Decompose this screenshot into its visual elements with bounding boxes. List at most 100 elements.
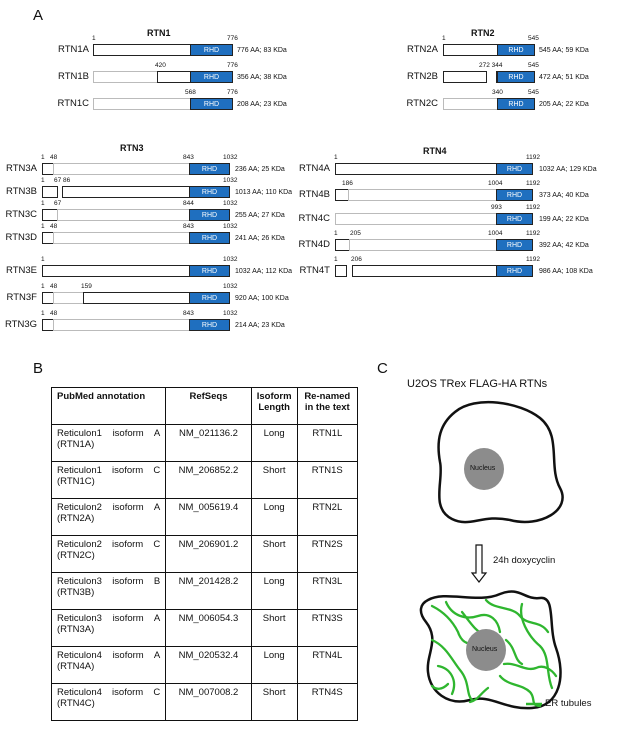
isoform-bar (42, 186, 58, 198)
cell-length: Long (250, 646, 298, 684)
exon-position: 206 (351, 256, 362, 263)
exon-position: 67 (54, 200, 62, 207)
end-position: 545 (528, 89, 539, 96)
pubmed-annotation: Reticulon1 isoform C (57, 465, 161, 476)
mid-position: 843 (183, 223, 194, 230)
cell-length: Short (250, 535, 298, 573)
rhd-domain: RHD (497, 98, 535, 110)
isoform-label: RTN4B (299, 189, 330, 200)
cell-renamed: RTN4S (296, 683, 359, 721)
isoform-info: 236 AA; 25 KDa (235, 166, 285, 173)
isoform-info: 545 AA; 59 KDa (539, 47, 589, 54)
rhd-domain: RHD (189, 209, 230, 221)
mid-position: 420 (155, 62, 166, 69)
rhd-label: RHD (201, 188, 218, 196)
isoform-label: RTN3C (5, 209, 38, 220)
end-position: 545 (528, 62, 539, 69)
cell-length: Long (250, 572, 298, 610)
isoform-bar (335, 265, 347, 277)
rhd-domain: RHD (189, 186, 230, 198)
panel-c-letter: C (377, 360, 388, 377)
exon-position: 186 (342, 180, 353, 187)
isoform-info: 373 AA; 40 KDa (539, 192, 589, 199)
rhd-label: RHD (201, 294, 218, 302)
end-position: 1032 (223, 177, 238, 184)
rhd-domain: RHD (497, 44, 535, 56)
end-position: 776 (227, 89, 238, 96)
isoform-label: RTN4D (298, 239, 331, 250)
cell-refseq: NM_206901.2 (165, 535, 252, 573)
rhd-domain: RHD (497, 71, 535, 83)
rhd-domain: RHD (496, 239, 533, 251)
cell-refseq: NM_201428.2 (165, 572, 252, 610)
isoform-info: 241 AA; 26 KDa (235, 235, 285, 242)
exon-position: 48 (50, 223, 58, 230)
rhd-domain: RHD (190, 44, 233, 56)
cell-pubmed: Reticulon1 isoform C(RTN1C) (50, 461, 167, 499)
isoform-label: RTN1A (58, 44, 89, 55)
rhd-label: RHD (201, 165, 218, 173)
start-position: 1 (41, 154, 45, 161)
nucleus-before (464, 448, 504, 490)
rhd-domain: RHD (496, 163, 533, 175)
isoform-label: RTN2A (407, 44, 438, 55)
pubmed-annotation: Reticulon3 isoform B (57, 576, 161, 587)
exon-position: 205 (350, 230, 361, 237)
isoform-info: 199 AA; 22 KDa (539, 216, 589, 223)
cell-pubmed: Reticulon3 isoform B(RTN3B) (50, 572, 167, 610)
isoform-label: RTN2C (406, 98, 439, 109)
rhd-label: RHD (201, 234, 218, 242)
start-position: 1 (41, 310, 45, 317)
table-header-row: PubMed annotation RefSeqs Isoform Length… (50, 387, 359, 425)
end-position: 1032 (223, 200, 238, 207)
nucleus-after (466, 629, 506, 671)
pubmed-symbol: (RTN3B) (57, 587, 95, 598)
cell-refseq: NM_020532.4 (165, 646, 252, 684)
isoform-label: RTN3D (5, 232, 38, 243)
exon-position: 159 (81, 283, 92, 290)
rhd-domain: RHD (189, 292, 230, 304)
isoform-label: RTN4T (299, 265, 330, 276)
rhd-domain: RHD (190, 98, 233, 110)
isoform-label: RTN2B (407, 71, 438, 82)
rtn2-title: RTN2 (471, 28, 495, 38)
cell-pubmed: Reticulon4 isoform A(RTN4A) (50, 646, 167, 684)
cell-pubmed: Reticulon1 isoform A(RTN1A) (50, 424, 167, 462)
isoform-label: RTN3B (6, 186, 37, 197)
isoform-label: RTN3E (6, 265, 37, 276)
isoform-info: 205 AA; 22 KDa (539, 101, 589, 108)
pubmed-annotation: Reticulon4 isoform A (57, 650, 161, 661)
isoform-info: 920 AA; 100 KDa (235, 295, 289, 302)
isoform-label: RTN1B (58, 71, 89, 82)
isoform-info: 1013 AA; 110 KDa (235, 189, 293, 196)
cell-length: Long (250, 498, 298, 536)
isoform-bar (443, 71, 487, 83)
mid-position: 272 344 (479, 62, 503, 69)
pubmed-symbol: (RTN2C) (57, 550, 95, 561)
cell-refseq: NM_206852.2 (165, 461, 252, 499)
end-position: 1032 (223, 283, 238, 290)
end-position: 545 (528, 35, 539, 42)
rhd-domain: RHD (189, 232, 230, 244)
isoform-info: 986 AA; 108 KDa (539, 268, 593, 275)
pubmed-symbol: (RTN3A) (57, 624, 95, 635)
rhd-label: RHD (201, 211, 218, 219)
cell-refseq: NM_007008.2 (165, 683, 252, 721)
start-position: 1 (41, 223, 45, 230)
end-position: 1032 (223, 310, 238, 317)
pubmed-annotation: Reticulon4 isoform C (57, 687, 161, 698)
rhd-label: RHD (506, 267, 523, 275)
rtn4-title: RTN4 (423, 146, 447, 156)
rhd-label: RHD (506, 191, 523, 199)
start-position: 1 (334, 230, 338, 237)
rhd-domain: RHD (496, 189, 533, 201)
cell-pubmed: Reticulon4 isoform C(RTN4C) (50, 683, 167, 721)
mid-position: 568 (185, 89, 196, 96)
panel-a-letter: A (33, 7, 44, 24)
start-position: 1 (41, 256, 45, 263)
isoform-label: RTN4A (299, 163, 330, 174)
rhd-label: RHD (508, 100, 524, 108)
cell-renamed: RTN1S (296, 461, 359, 499)
